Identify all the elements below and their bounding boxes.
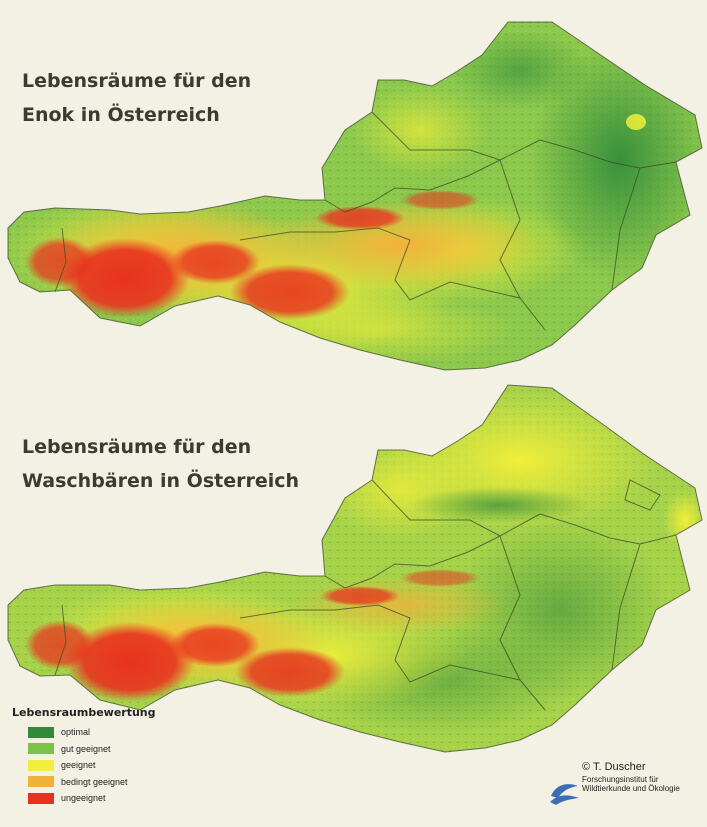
- map-title-line: Enok in Österreich: [22, 104, 220, 126]
- legend-swatch: [28, 776, 54, 788]
- legend-swatch: [28, 743, 54, 755]
- legend-item-suitable: geeignet: [12, 757, 212, 774]
- credit-author: © T. Duscher: [582, 761, 646, 773]
- legend-label: geeignet: [61, 760, 96, 771]
- habitat-map-raccoon-dog: [7, 21, 703, 371]
- legend-item-optimal: optimal: [12, 724, 212, 741]
- map-title-line: Lebensräume für den: [22, 70, 252, 92]
- map-title-line: Lebensräume für den: [22, 436, 252, 458]
- legend-label: optimal: [61, 727, 91, 738]
- habitat-map-raccoon: [7, 384, 703, 753]
- institute-logo-icon: [550, 784, 579, 805]
- credit-institute-line: Forschungsinstitut für: [582, 775, 659, 784]
- legend-swatch: [28, 726, 54, 738]
- legend-label: bedingt geeignet: [61, 776, 128, 787]
- credit-institute: Forschungsinstitut für Wildtierkunde und…: [582, 775, 707, 793]
- legend-label: ungeeignet: [61, 793, 106, 804]
- legend-title: Lebensraumbewertung: [12, 706, 156, 719]
- legend-item-good: gut geeignet: [12, 741, 212, 758]
- map-title-raccoon-dog: Lebensräume für den Enok in Österreich: [22, 64, 251, 132]
- legend: Lebensraumbewertung optimal gut geeignet…: [12, 706, 212, 807]
- map-title-raccoon: Lebensräume für den Waschbären in Österr…: [22, 430, 299, 498]
- legend-item-unsuitable: ungeeignet: [12, 790, 212, 807]
- map-title-line: Waschbären in Österreich: [22, 470, 300, 492]
- legend-item-limited: bedingt geeignet: [12, 774, 212, 791]
- legend-swatch: [28, 792, 54, 804]
- credit: © T. Duscher Forschungsinstitut für Wild…: [548, 758, 707, 818]
- legend-swatch: [28, 759, 54, 771]
- legend-label: gut geeignet: [61, 743, 111, 754]
- credit-institute-line: Wildtierkunde und Ökologie: [582, 784, 680, 793]
